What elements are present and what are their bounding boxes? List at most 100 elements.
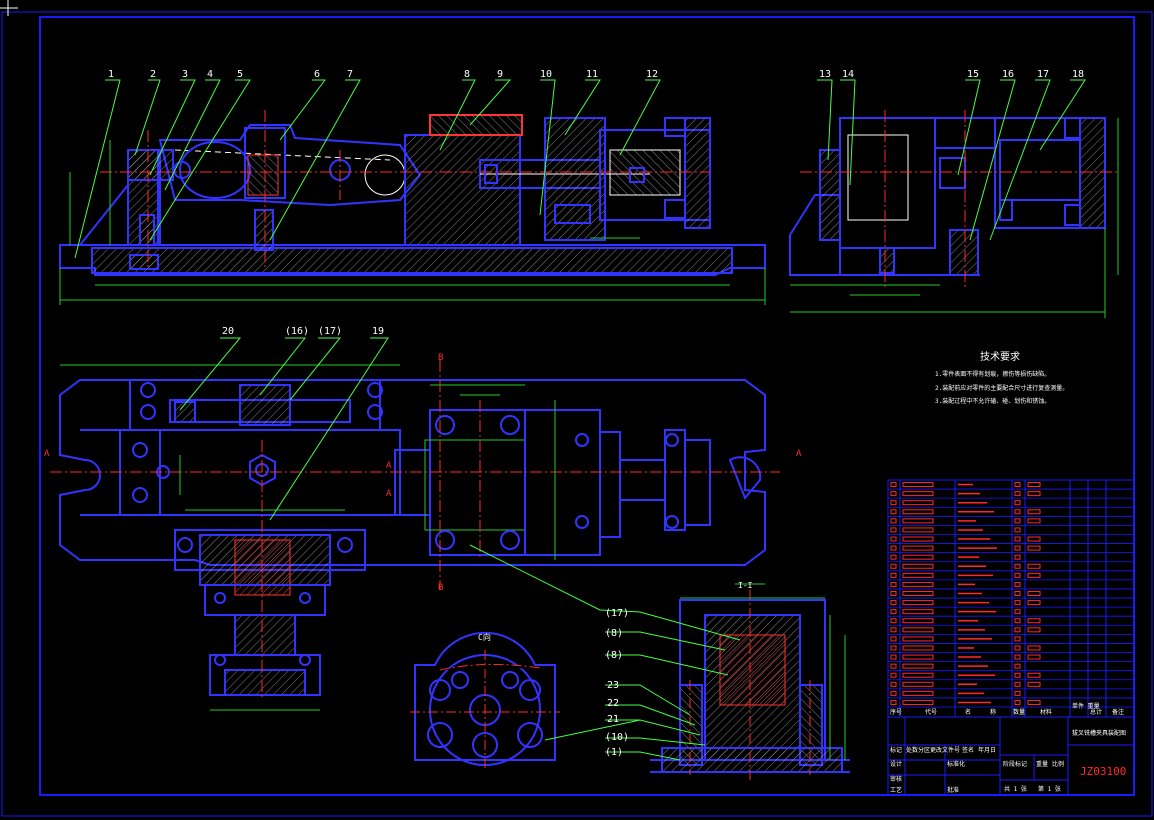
side-leaders — [817, 79, 1086, 241]
detail-no-22: 22 — [607, 698, 619, 709]
parts-row-seq-mark — [890, 545, 897, 551]
parts-row-code-mark — [902, 690, 934, 696]
tech-req-line-3: 3.装配过程中不允许磕、碰、划伤和锈蚀。 — [935, 397, 1050, 405]
tb-label-date: 年月日 — [978, 746, 996, 754]
parts-row-seq-mark — [890, 600, 897, 606]
title-block-text: 序号 代号 名 称 数量 材料 单件 重量 总计 备注 拔叉铣槽夹具装配图 JZ… — [890, 702, 1126, 794]
parts-row-qty-mark — [1014, 482, 1021, 488]
tb-label-change-doc: 更改文件号 — [930, 746, 960, 754]
front-part-numbers: 1 2 3 4 5 6 7 8 9 10 11 12 — [108, 69, 658, 80]
parts-row-seq-mark — [890, 491, 897, 497]
part-no-11: 11 — [586, 69, 598, 80]
parts-row-qty-mark — [1014, 690, 1021, 696]
tech-req-line-1: 1.零件表面不得有划痕，擦伤等损伤缺陷。 — [935, 370, 1050, 378]
parts-row-material-mark — [1027, 545, 1041, 551]
part-no-13: 13 — [819, 69, 831, 80]
part-no-1: 1 — [108, 69, 114, 80]
parts-row-qty-mark — [1014, 527, 1021, 533]
tb-label-design: 设计 — [890, 760, 902, 768]
parts-row-qty-mark — [1014, 636, 1021, 642]
parts-row-code-mark — [902, 627, 934, 633]
part-no-7: 7 — [347, 69, 353, 80]
parts-row-material-mark — [1027, 491, 1041, 497]
parts-row-qty-mark — [1014, 572, 1021, 578]
detail-no-1: (1) — [605, 747, 623, 758]
parts-row-material-mark — [1027, 518, 1041, 524]
parts-row-code-mark — [902, 491, 934, 497]
parts-row-seq-mark — [890, 636, 897, 642]
part-no-2: 2 — [150, 69, 156, 80]
tb-header-unit-weight: 单件 重量 — [1072, 702, 1100, 710]
part-no-12: 12 — [646, 69, 658, 80]
parts-row-code-mark — [902, 545, 934, 551]
parts-row-code-mark — [902, 672, 934, 678]
tb-header-qty: 数量 — [1013, 708, 1025, 716]
part-no-17: 17 — [1037, 69, 1049, 80]
parts-row-qty-mark — [1014, 663, 1021, 669]
parts-row-seq-mark — [890, 500, 897, 506]
tech-requirements: 技术要求 1.零件表面不得有划痕，擦伤等损伤缺陷。 2.装配前应对零件的主要配合… — [935, 350, 1068, 405]
tb-label-sign: 签名 — [962, 746, 974, 754]
parts-row-code-mark — [902, 663, 934, 669]
parts-row-seq-mark — [890, 690, 897, 696]
section-a-right: A — [796, 449, 802, 459]
part-no-8: 8 — [464, 69, 470, 80]
tech-req-line-2: 2.装配前应对零件的主要配合尺寸进行复查测量。 — [935, 384, 1068, 392]
part-no-19: 19 — [372, 326, 384, 337]
parts-row-qty-mark — [1014, 563, 1021, 569]
parts-row-qty-mark — [1014, 500, 1021, 506]
tb-designation: JZ03100 — [1080, 765, 1126, 778]
detail-no-23: 23 — [607, 680, 619, 691]
part-no-9: 9 — [497, 69, 503, 80]
parts-row-qty-mark — [1014, 591, 1021, 596]
tech-req-title: 技术要求 — [980, 350, 1020, 363]
parts-row-material-mark — [1027, 672, 1041, 678]
parts-row-code-mark — [902, 600, 934, 606]
section-a-mid1: A — [386, 461, 392, 471]
tb-header-material: 材料 — [1040, 708, 1052, 716]
side-dimensions — [790, 118, 1119, 318]
tb-label-review: 审核 — [890, 775, 902, 783]
parts-row-seq-mark — [890, 581, 897, 587]
parts-row-qty-mark — [1014, 699, 1021, 705]
parts-row-qty-mark — [1014, 545, 1021, 551]
parts-row-material-mark — [1027, 536, 1041, 542]
parts-row-material-mark — [1027, 563, 1041, 569]
parts-row-code-mark — [902, 699, 934, 705]
parts-row-material-mark — [1027, 591, 1041, 596]
detail-no-8a: (8) — [605, 628, 623, 639]
part-no-15: 15 — [967, 69, 979, 80]
parts-row-code-mark — [902, 591, 934, 596]
parts-row-code-mark — [902, 509, 934, 515]
parts-row-material-mark — [1027, 627, 1041, 633]
tb-stage: 阶段标记 — [1003, 760, 1027, 768]
parts-row-code-mark — [902, 609, 934, 615]
parts-row-seq-mark — [890, 572, 897, 578]
tb-drawing-name: 拔叉铣槽夹具装配图 — [1072, 729, 1126, 737]
part-no-16b: (16) — [285, 326, 309, 337]
part-no-16: 16 — [1002, 69, 1014, 80]
parts-row-material-mark — [1027, 681, 1041, 687]
tb-label-standard: 标准化 — [947, 760, 965, 768]
section-b-top: B — [438, 353, 443, 363]
side-centerlines — [800, 110, 1120, 290]
parts-row-seq-mark — [890, 672, 897, 678]
parts-row-qty-mark — [1014, 491, 1021, 497]
side-part-numbers: 13 14 15 16 17 18 — [819, 69, 1084, 80]
parts-row-seq-mark — [890, 627, 897, 633]
parts-row-qty-mark — [1014, 654, 1021, 660]
parts-row-code-mark — [902, 618, 934, 624]
parts-row-qty-mark — [1014, 609, 1021, 615]
parts-row-code-mark — [902, 581, 934, 587]
tb-label-zone: 分区 — [918, 746, 930, 754]
c-view-label: C向 — [478, 632, 491, 642]
tb-header-seq: 序号 — [890, 708, 902, 716]
parts-row-code-mark — [902, 482, 934, 488]
parts-row-material-mark — [1027, 645, 1041, 651]
tb-sheet-no: 第 1 张 — [1038, 785, 1061, 793]
parts-row-qty-mark — [1014, 536, 1021, 542]
parts-row-material-mark — [1027, 600, 1041, 606]
detail-centerlines — [689, 590, 811, 780]
parts-row-qty-mark — [1014, 645, 1021, 651]
